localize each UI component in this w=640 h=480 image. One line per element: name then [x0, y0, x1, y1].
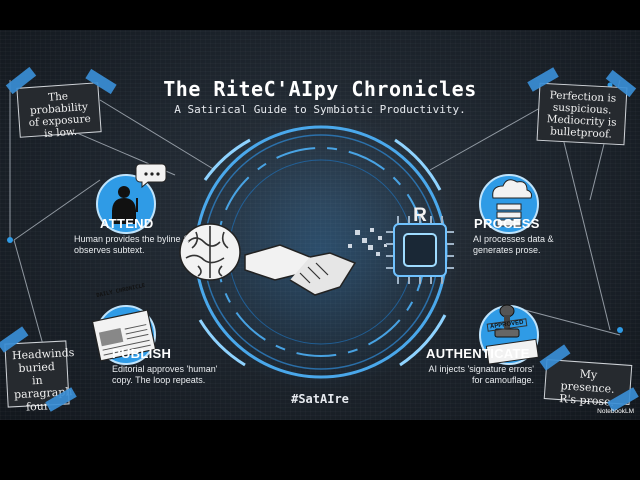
- ai-chip-icon: [386, 216, 454, 284]
- newspaper-icon: [91, 305, 157, 365]
- step-authenticate-label: AUTHENTICATE: [426, 346, 530, 361]
- step-publish-label: PUBLISH: [112, 346, 172, 361]
- note-top-left: The probability of exposure is low.: [16, 82, 102, 140]
- chip-letter: R: [413, 205, 427, 226]
- hashtag: #SatAIre: [291, 392, 349, 406]
- pixel-particles: [348, 228, 387, 256]
- handshake-icon: [244, 244, 357, 296]
- page-title: The RiteC'AIpy Chronicles: [163, 77, 477, 101]
- step-attend-desc: Human provides the byline & observes sub…: [74, 234, 190, 255]
- step-attend-label: ATTEND: [100, 216, 154, 231]
- stamp-icon: [479, 304, 539, 365]
- step-authenticate-desc: AI injects 'signature errors' for camouf…: [428, 364, 534, 385]
- step-publish-desc: Editorial approves 'human' copy. The loo…: [112, 364, 218, 385]
- infographic-board: The RiteC'AIpy Chronicles A Satirical Gu…: [0, 30, 640, 420]
- step-process-desc: AI processes data & generates prose.: [473, 234, 554, 255]
- speaker-podium-icon: [96, 163, 167, 234]
- brand-watermark: NotebookLM: [597, 408, 634, 415]
- connector-lines: [7, 79, 623, 392]
- cloud-server-icon: [479, 174, 539, 234]
- brain-icon: [179, 223, 241, 281]
- page-subtitle: A Satirical Guide to Symbiotic Productiv…: [174, 103, 466, 116]
- note-top-right: Perfection is suspicious. Mediocrity is …: [536, 82, 628, 146]
- step-process-label: PROCESS: [474, 216, 540, 231]
